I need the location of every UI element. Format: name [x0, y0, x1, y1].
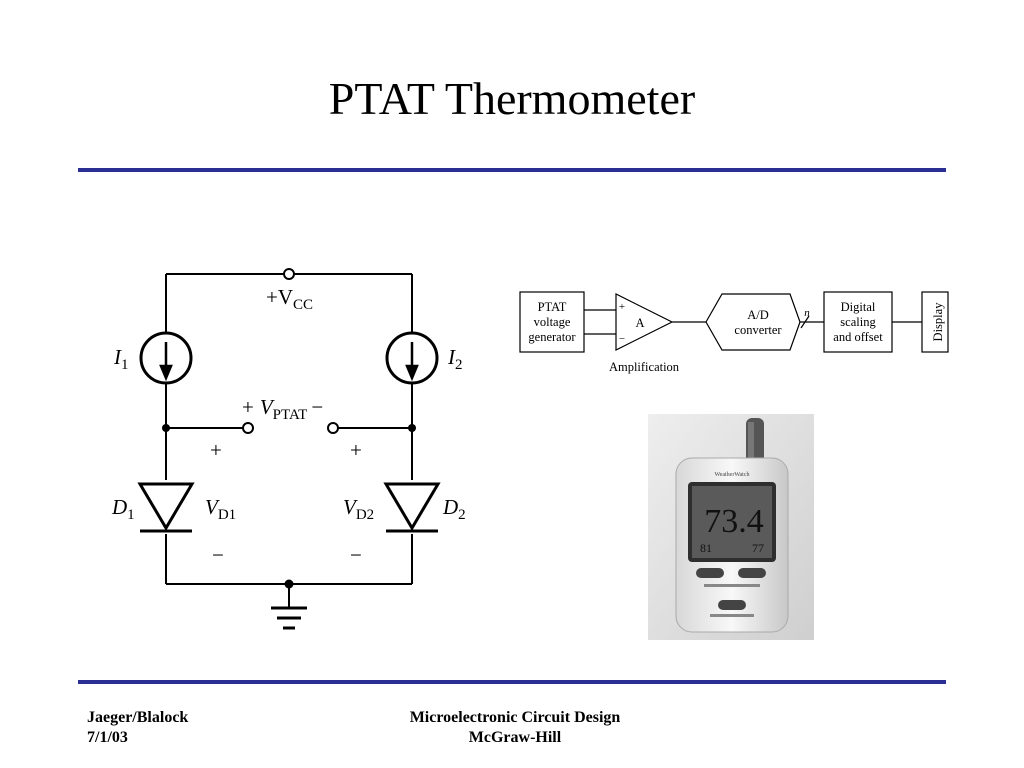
diode-d2	[383, 482, 441, 531]
bottom-divider	[78, 680, 946, 684]
svg-text:Digital: Digital	[841, 300, 876, 314]
amplification-label: Amplification	[609, 360, 680, 374]
d2-label: D2	[442, 495, 466, 523]
vd1-label: VD1	[205, 495, 236, 523]
vptat-label: +VPTAT−	[242, 395, 323, 423]
vd2-label: VD2	[343, 495, 374, 523]
slide-title: PTAT Thermometer	[328, 73, 696, 124]
footer-date: 7/1/03	[87, 729, 128, 746]
display-block	[921, 291, 949, 353]
ptat-generator-block	[519, 291, 585, 353]
svg-text:81: 81	[700, 541, 712, 555]
svg-text:WeatherWatch: WeatherWatch	[714, 472, 749, 478]
i2-label: I2	[447, 345, 463, 373]
svg-text:−: −	[619, 333, 625, 345]
svg-text:and offset: and offset	[833, 330, 883, 344]
ptat-circuit-schematic: +VCC I1 I2 +VPTAT− + + D1 D2 VD1 VD2 − −	[111, 268, 466, 630]
svg-text:n: n	[804, 307, 810, 319]
svg-text:77: 77	[752, 541, 764, 555]
svg-text:+: +	[619, 301, 625, 313]
thermometer-block-diagram: PTAT voltage generator + − A Amplificati…	[519, 291, 949, 374]
svg-text:scaling: scaling	[840, 315, 876, 329]
footer-left: Jaeger/Blalock 7/1/03	[87, 708, 188, 748]
vd1-minus: −	[212, 543, 224, 567]
amplifier-symbol	[615, 293, 674, 351]
vd2-plus: +	[350, 438, 362, 462]
vcc-label: +VCC	[266, 285, 313, 313]
svg-text:A/D: A/D	[747, 308, 769, 322]
svg-text:converter: converter	[734, 323, 782, 337]
svg-text:Display: Display	[931, 302, 945, 342]
top-divider	[78, 168, 946, 172]
diode-d1	[137, 482, 195, 531]
svg-text:voltage: voltage	[534, 315, 571, 329]
svg-text:PTAT: PTAT	[538, 300, 567, 314]
vd1-plus: +	[210, 438, 222, 462]
svg-text:generator: generator	[528, 330, 576, 344]
d1-label: D1	[111, 495, 135, 523]
footer-center: Microelectronic Circuit Design McGraw-Hi…	[370, 708, 660, 748]
i1-label: I1	[113, 345, 129, 373]
vd2-minus: −	[350, 543, 362, 567]
footer-publisher: McGraw-Hill	[468, 729, 562, 746]
adc-block	[705, 293, 801, 351]
footer-book-title: Microelectronic Circuit Design	[409, 709, 621, 726]
svg-text:A: A	[635, 316, 644, 330]
footer-authors: Jaeger/Blalock	[87, 709, 189, 726]
weather-thermometer-photo: WeatherWatch 73.4 81 77	[648, 414, 814, 640]
device-main-reading: 73.4	[704, 503, 764, 540]
